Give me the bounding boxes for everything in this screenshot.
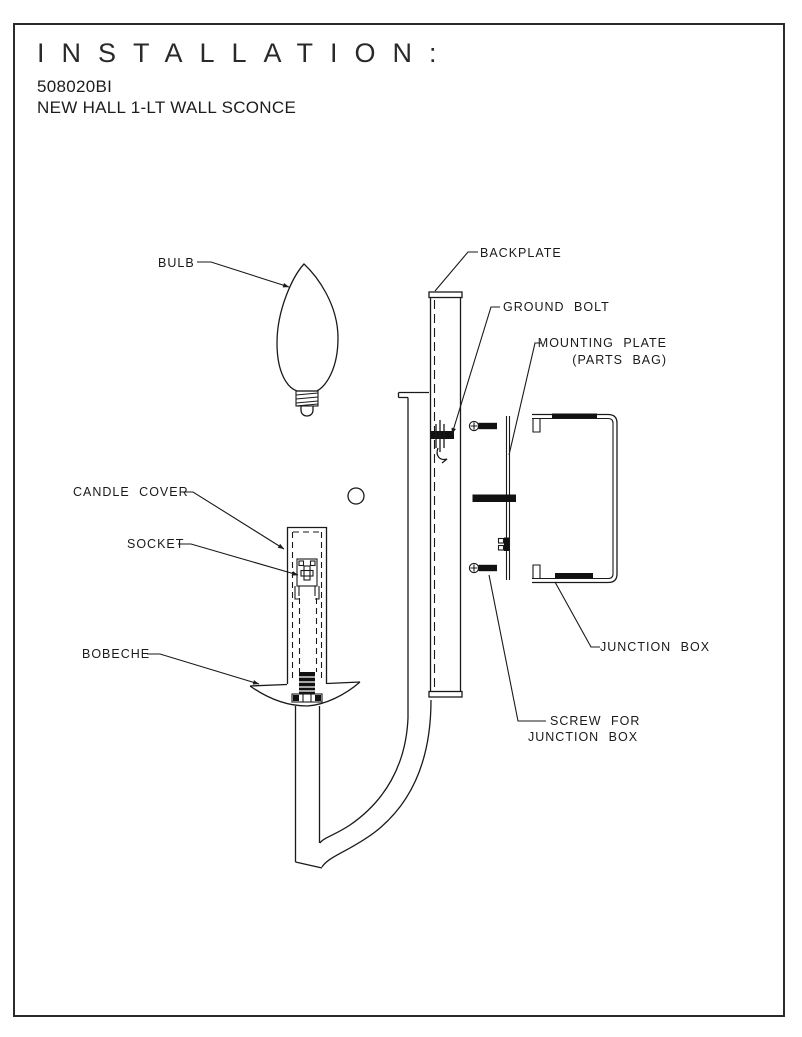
bobeche-drawing (249, 672, 361, 707)
mounting-plate-label-line1: MOUNTING PLATE (538, 336, 667, 350)
bulb-leader (197, 261, 290, 288)
leader-lines (147, 251, 600, 722)
candle-cover-leader (181, 491, 285, 550)
ground-bolt-leader (451, 306, 500, 435)
part-labels: BULB BACKPLATE GROUND BOLT MOUNTING PLAT… (73, 246, 710, 744)
bobeche-leader (147, 653, 260, 685)
mounting-plate-drawing (472, 416, 516, 580)
bobeche-label: BOBECHE (82, 647, 150, 661)
page-border (13, 23, 785, 1017)
mounting-plate-leader (508, 342, 542, 456)
ground-bolt-label: GROUND BOLT (503, 300, 610, 314)
junction-box-label: JUNCTION BOX (600, 640, 710, 654)
junction-screw-label-line2: JUNCTION BOX (528, 730, 638, 744)
junction-screw-label-line1: SCREW FOR (550, 714, 640, 728)
junction-box-drawing (532, 413, 618, 584)
mounting-hole-circle (347, 487, 365, 505)
socket-label: SOCKET (127, 537, 184, 551)
product-name: NEW HALL 1-LT WALL SCONCE (37, 98, 297, 117)
ground-bolt-drawing (431, 420, 454, 464)
junction-screw-leader (488, 574, 546, 722)
bulb-drawing (276, 263, 339, 417)
socket-drawing (294, 558, 320, 600)
backplate-leader (434, 251, 478, 292)
model-number: 508020BI (37, 77, 113, 96)
candle-cover-label: CANDLE COVER (73, 485, 189, 499)
page-title: INSTALLATION: (37, 38, 454, 68)
candle-cover-drawing (286, 526, 328, 684)
mounting-screw-bottom (468, 562, 497, 574)
sconce-arm-drawing (294, 391, 432, 869)
socket-leader (178, 543, 299, 576)
backplate-drawing (428, 291, 463, 698)
junction-box-leader (554, 581, 600, 648)
mounting-screw-top (468, 420, 497, 432)
bulb-label: BULB (158, 256, 195, 270)
backplate-label: BACKPLATE (480, 246, 562, 260)
mounting-plate-label-line2: (PARTS BAG) (572, 353, 667, 367)
